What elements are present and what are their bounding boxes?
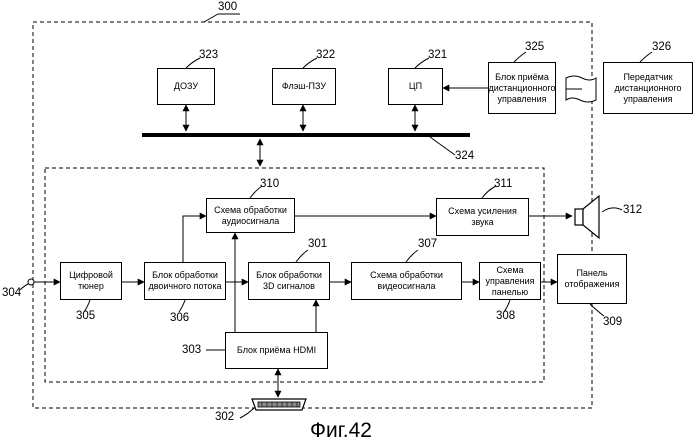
ref-323: 323 — [199, 49, 218, 62]
system-bus — [142, 133, 470, 137]
hdmi-receiver-block: Блок приёма HDMI — [225, 332, 328, 369]
ref-322: 322 — [316, 49, 335, 62]
stream-processing-block: Блок обработки двоичного потока — [144, 262, 226, 300]
ref-leader-322 — [303, 58, 317, 68]
ref-304: 304 — [2, 287, 21, 300]
ref-310: 310 — [260, 178, 279, 191]
outer-ref-leader-2 — [204, 14, 218, 22]
remote-transmitter-block: Передатчик дистанционного управления — [603, 62, 693, 114]
arrow-demux-audio — [183, 216, 206, 262]
ref-303: 303 — [182, 344, 201, 357]
hdmi-connector-icon — [252, 399, 306, 410]
ref-leader-302 — [240, 408, 254, 418]
audio-amplifier-block: Схема усиления звука — [436, 198, 529, 236]
ref-301: 301 — [308, 238, 327, 251]
figure-caption: Фиг.42 — [310, 419, 372, 443]
video-processing-block: Схема обработки видеосигнала — [351, 262, 462, 300]
panel-driver-block: Схема управления панелью — [479, 262, 541, 300]
bus-ref-leader — [430, 137, 455, 155]
audio-processing-block: Схема обработки аудиосигнала — [206, 198, 295, 233]
display-panel-block: Панель отображения — [557, 254, 627, 304]
dram-block: ДОЗУ — [157, 68, 215, 105]
ref-311: 311 — [494, 178, 512, 191]
ref-309: 309 — [603, 316, 622, 329]
digital-tuner-block: Цифровой тюнер — [60, 262, 122, 300]
ref-306: 306 — [170, 312, 189, 325]
speaker-body — [575, 209, 583, 225]
ref-300: 300 — [218, 1, 237, 14]
ref-leader-306 — [179, 300, 185, 312]
ref-leader-304 — [20, 284, 28, 290]
ref-321: 321 — [428, 49, 447, 62]
remote-receiver-block: Блок приёма дистанционного управления — [488, 62, 556, 114]
ref-leader-326 — [640, 52, 652, 62]
3d-processing-block: Блок обработки 3D сигналов — [248, 262, 330, 300]
ref-leader-307 — [406, 250, 418, 262]
ref-305: 305 — [76, 310, 95, 323]
ref-leader-323 — [186, 58, 200, 68]
ref-325: 325 — [525, 41, 544, 54]
speaker-cone-icon — [583, 196, 599, 238]
antenna-terminal — [28, 279, 34, 285]
speaker-ref-leader — [602, 208, 622, 212]
cpu-block: ЦП — [388, 68, 443, 105]
ref-324: 324 — [455, 150, 474, 163]
ref-312: 312 — [623, 204, 642, 217]
ref-leader-301 — [296, 250, 308, 262]
ref-302: 302 — [215, 411, 234, 424]
ref-307: 307 — [418, 238, 437, 251]
ref-308: 308 — [496, 310, 515, 323]
ref-leader-321 — [415, 58, 429, 68]
ref-326: 326 — [652, 41, 671, 54]
flash-rom-block: Флэш-ПЗУ — [272, 68, 336, 105]
